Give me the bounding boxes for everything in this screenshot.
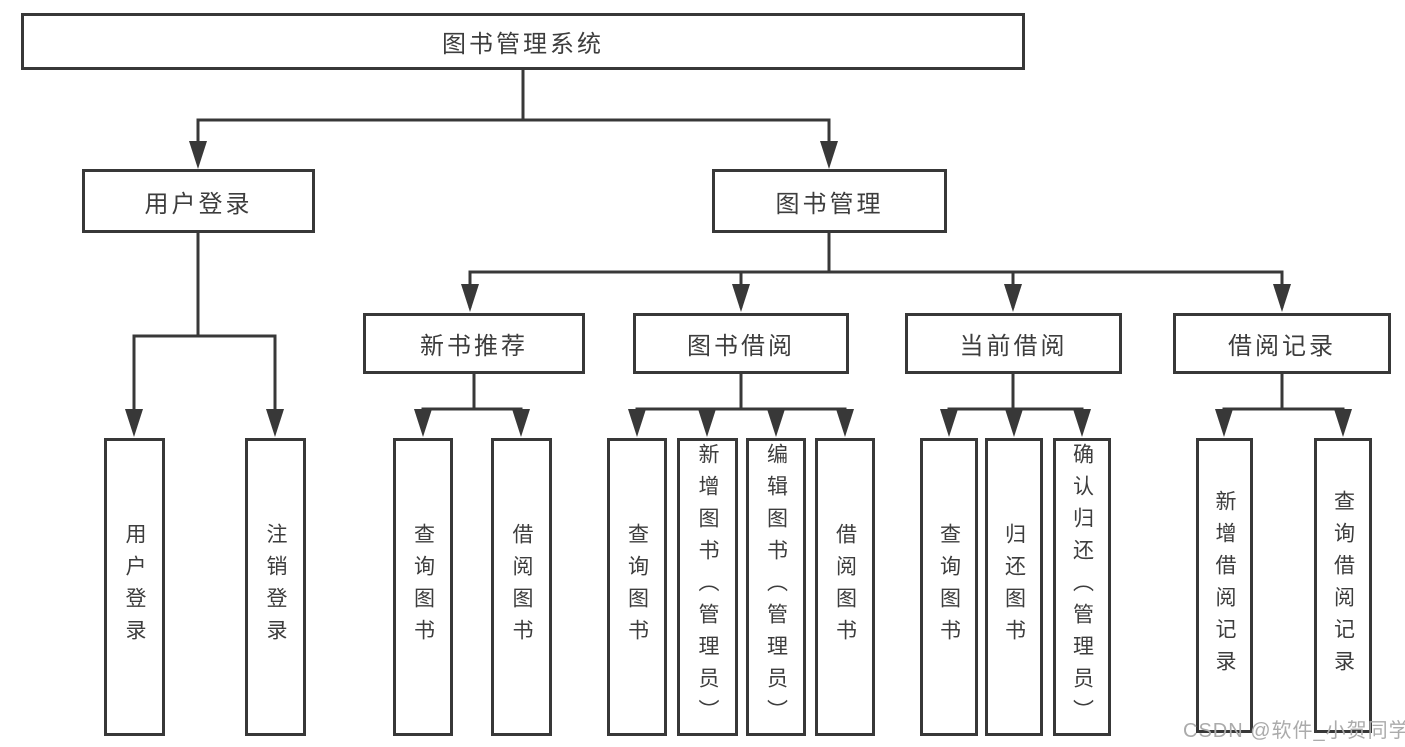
node-borrow-records: 借阅记录 [1173, 313, 1391, 374]
leaf-bb-edit-book-admin-label: 编辑图书（管理员） [764, 443, 788, 731]
node-new-book-recommend: 新书推荐 [363, 313, 585, 374]
leaf-bb-add-book-admin-label: 新增图书（管理员） [696, 443, 719, 731]
node-new-book-recommend-label: 新书推荐 [420, 333, 528, 360]
leaf-rec-borrow-book: 借阅图书 [491, 438, 552, 736]
leaf-logout-login: 注销登录 [245, 438, 306, 736]
leaf-user-login-label: 用户登录 [123, 523, 146, 651]
leaf-bb-borrow-book-label: 借阅图书 [833, 523, 857, 651]
leaf-bb-query-book-label: 查询图书 [625, 523, 649, 651]
leaf-br-add-record: 新增借阅记录 [1196, 438, 1253, 733]
leaf-user-login: 用户登录 [104, 438, 165, 736]
leaf-br-query-record: 查询借阅记录 [1314, 438, 1372, 733]
node-library-system: 图书管理系统 [21, 13, 1025, 70]
leaf-cb-query-book-label: 查询图书 [937, 523, 961, 651]
leaf-cb-confirm-return-admin-label: 确认归还（管理员） [1070, 443, 1094, 731]
leaf-br-query-record-label: 查询借阅记录 [1331, 489, 1355, 682]
leaf-cb-return-book-label: 归还图书 [1002, 523, 1026, 651]
csdn-watermark: CSDN @软件_小贺同学 [1183, 720, 1405, 742]
node-user-login-label: 用户登录 [144, 190, 253, 218]
leaf-rec-query-book-label: 查询图书 [411, 523, 435, 651]
node-borrow-records-label: 借阅记录 [1228, 333, 1336, 360]
leaf-logout-login-label: 注销登录 [264, 523, 287, 651]
leaf-bb-query-book: 查询图书 [607, 438, 667, 736]
node-user-login: 用户登录 [82, 169, 315, 233]
leaf-br-add-record-label: 新增借阅记录 [1213, 489, 1236, 682]
leaf-rec-borrow-book-label: 借阅图书 [510, 523, 533, 651]
leaf-cb-return-book: 归还图书 [985, 438, 1043, 736]
node-book-borrow: 图书借阅 [633, 313, 849, 374]
leaf-bb-add-book-admin: 新增图书（管理员） [677, 438, 738, 736]
leaf-bb-borrow-book: 借阅图书 [815, 438, 875, 736]
leaf-cb-confirm-return-admin: 确认归还（管理员） [1053, 438, 1111, 736]
leaf-bb-edit-book-admin: 编辑图书（管理员） [746, 438, 806, 736]
node-current-borrow-label: 当前借阅 [959, 333, 1068, 360]
node-book-management-label: 图书管理 [775, 190, 884, 218]
leaf-rec-query-book: 查询图书 [393, 438, 453, 736]
node-book-borrow-label: 图书借阅 [687, 333, 795, 360]
node-library-system-label: 图书管理系统 [442, 31, 604, 58]
leaf-cb-query-book: 查询图书 [920, 438, 978, 736]
node-current-borrow: 当前借阅 [905, 313, 1122, 374]
node-book-management: 图书管理 [712, 169, 947, 233]
